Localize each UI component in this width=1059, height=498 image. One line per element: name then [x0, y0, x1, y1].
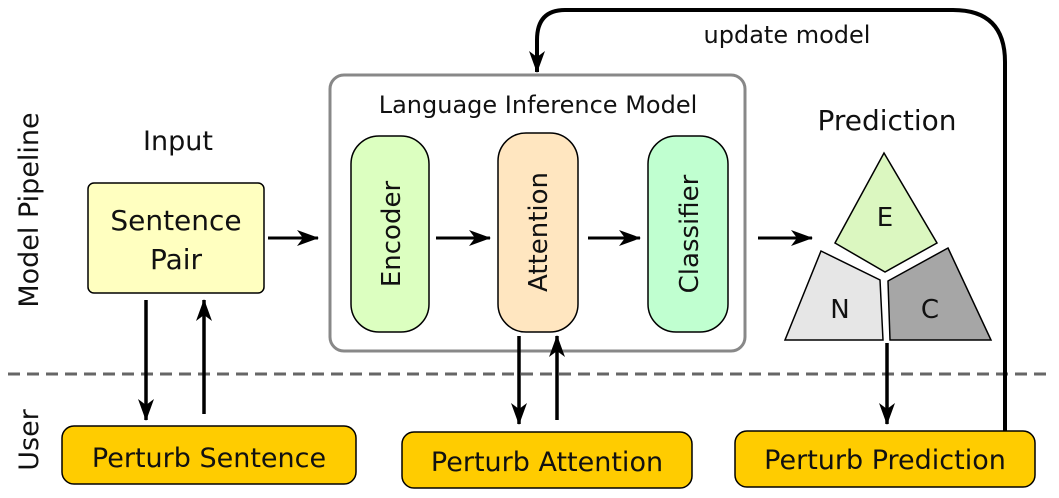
perturb-prediction-label: Perturb Prediction	[764, 445, 1006, 476]
classifier-box	[647, 135, 729, 333]
prediction-c-segment	[887, 246, 993, 341]
sentence-pair-line1: Sentence	[110, 204, 241, 237]
classifier-label: Classifier	[675, 174, 705, 293]
prediction-e-label: E	[877, 203, 893, 233]
prediction-c-label: C	[921, 295, 939, 325]
sentence-pair-box	[87, 182, 265, 294]
language-inference-model-box	[328, 73, 747, 353]
encoder-box	[350, 135, 430, 333]
prediction-n-segment	[783, 249, 884, 341]
update-model-loop	[529, 8, 1007, 432]
perturb-prediction-button[interactable]: Perturb Prediction	[734, 430, 1036, 488]
lane-label-model-pipeline: Model Pipeline	[14, 112, 45, 307]
attention-box	[497, 132, 579, 333]
perturb-attention-label: Perturb Attention	[431, 447, 663, 478]
prediction-n-label: N	[830, 295, 849, 325]
input-title: Input	[143, 126, 213, 157]
perturb-sentence-button[interactable]: Perturb Sentence	[61, 425, 357, 485]
attention-label: Attention	[524, 172, 554, 292]
perturb-sentence-label: Perturb Sentence	[92, 443, 326, 474]
update-model-label: update model	[704, 21, 871, 49]
model-title: Language Inference Model	[379, 91, 698, 119]
lane-label-user: User	[14, 408, 45, 470]
encoder-label: Encoder	[377, 181, 407, 288]
perturb-attention-button[interactable]: Perturb Attention	[401, 431, 693, 489]
sentence-pair-line2: Pair	[150, 243, 203, 276]
prediction-e-segment	[833, 151, 939, 273]
prediction-title: Prediction	[817, 104, 956, 137]
